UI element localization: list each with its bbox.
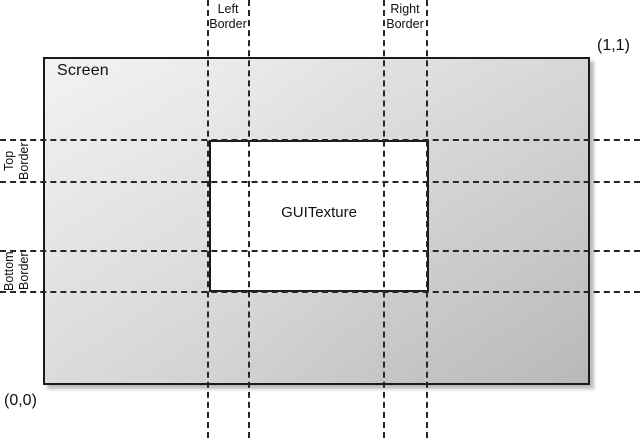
label-left-border: Left Border [198,2,258,32]
coordinate-bottom-left: (0,0) [4,392,37,409]
label-top-border-line2: Border [17,142,31,180]
guide-line-bottom-border-outer [0,291,640,293]
label-top-border-2: Border [17,142,32,180]
label-bottom-border-2: Border [17,251,32,291]
label-bottom-border-line1: Bottom [2,251,16,291]
guide-line-left-border-inner [248,0,250,438]
label-left-border-line1: Left [217,2,239,16]
label-top-border: Top [2,142,17,180]
guide-line-top-border-outer [0,139,640,141]
guitexture-label: GUITexture [281,204,357,221]
screen-label: Screen [57,62,109,79]
label-right-border: Right Border [375,2,435,32]
guide-line-left-border-outer [207,0,209,438]
guide-line-right-border-inner [383,0,385,438]
label-right-border-line2: Border [386,17,424,31]
label-left-border-line2: Border [209,17,247,31]
label-bottom-border-line2: Border [17,252,31,290]
guide-line-top-border-inner [0,181,640,183]
label-bottom-border: Bottom [2,251,17,291]
guide-line-right-border-outer [426,0,428,438]
label-right-border-line1: Right [390,2,420,16]
coordinate-top-right: (1,1) [597,37,630,54]
guide-line-bottom-border-inner [0,250,640,252]
label-top-border-line1: Top [2,150,16,172]
